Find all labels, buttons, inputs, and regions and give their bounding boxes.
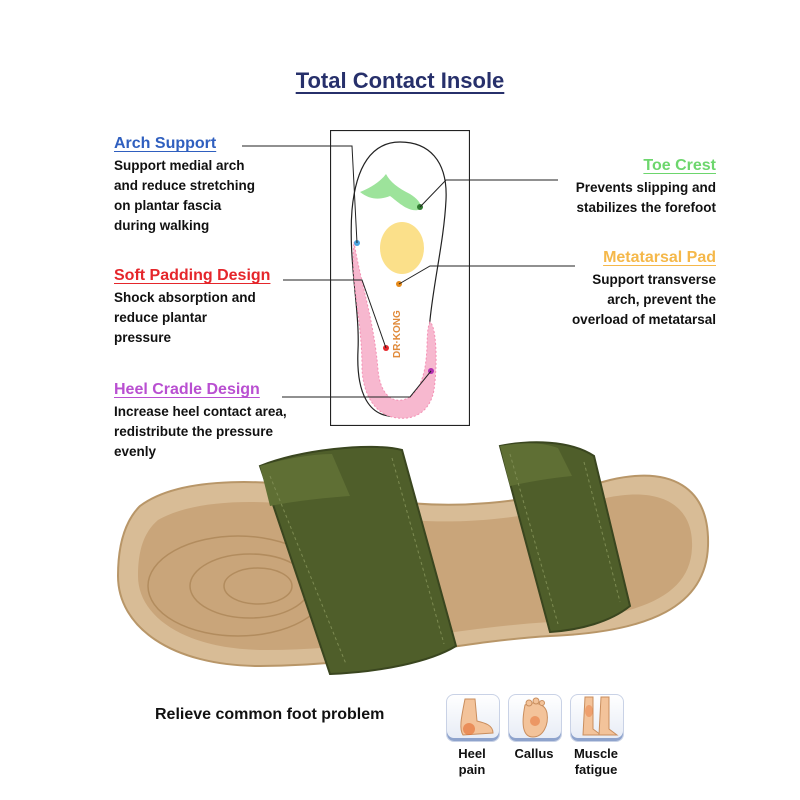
callus-icon bbox=[508, 694, 562, 742]
heel-pain-icon bbox=[446, 694, 500, 742]
relieve-text: Relieve common foot problem bbox=[155, 706, 385, 723]
feature-title-padding: Soft Padding Design bbox=[114, 267, 271, 284]
problem-label-muscle: Muscle fatigue bbox=[573, 746, 619, 777]
front-strap bbox=[258, 445, 458, 676]
insole-diagram: DR·KONG bbox=[330, 130, 470, 426]
feature-toe: Toe Crest Prevents slipping and stabiliz… bbox=[576, 157, 716, 218]
feature-desc-metatarsal: Support transverse arch, prevent the ove… bbox=[571, 272, 716, 327]
heel-dot bbox=[428, 368, 434, 374]
toe-crest-area bbox=[360, 174, 421, 211]
insole-brand: DR·KONG bbox=[392, 310, 403, 358]
feature-title-heel: Heel Cradle Design bbox=[114, 381, 260, 398]
problem-heel: Heel pain bbox=[446, 694, 507, 778]
muscle-fatigue-icon bbox=[570, 694, 624, 742]
sandal-image bbox=[116, 441, 710, 676]
problem-label-heel: Heel pain bbox=[458, 746, 486, 777]
feature-desc-arch: Support medial arch and reduce stretchin… bbox=[114, 158, 256, 233]
feature-metatarsal: Metatarsal Pad Support transverse arch, … bbox=[572, 249, 716, 330]
back-strap bbox=[498, 441, 632, 634]
padding-dot bbox=[383, 345, 389, 351]
feature-title-toe: Toe Crest bbox=[643, 157, 716, 174]
metatarsal-dot bbox=[396, 281, 402, 287]
metatarsal-pad-area bbox=[380, 222, 424, 274]
feature-desc-heel: Increase heel contact area, redistribute… bbox=[114, 404, 287, 459]
feature-heel: Heel Cradle Design Increase heel contact… bbox=[114, 381, 287, 462]
feature-desc-padding: Shock absorption and reduce plantar pres… bbox=[114, 290, 256, 345]
toe-dot bbox=[417, 204, 423, 210]
feature-title-arch: Arch Support bbox=[114, 135, 217, 152]
problem-label-callus: Callus bbox=[514, 746, 554, 761]
feature-padding: Soft Padding Design Shock absorption and… bbox=[114, 267, 270, 348]
feature-arch: Arch Support Support medial arch and red… bbox=[114, 135, 255, 236]
arch-dot bbox=[354, 240, 360, 246]
feature-title-metatarsal: Metatarsal Pad bbox=[603, 249, 716, 266]
feature-desc-toe: Prevents slipping and stabilizes the for… bbox=[575, 180, 716, 215]
problem-callus: Callus bbox=[508, 694, 569, 762]
problem-muscle: Muscle fatigue bbox=[570, 694, 631, 778]
page-title: Total Contact Insole bbox=[295, 68, 505, 93]
